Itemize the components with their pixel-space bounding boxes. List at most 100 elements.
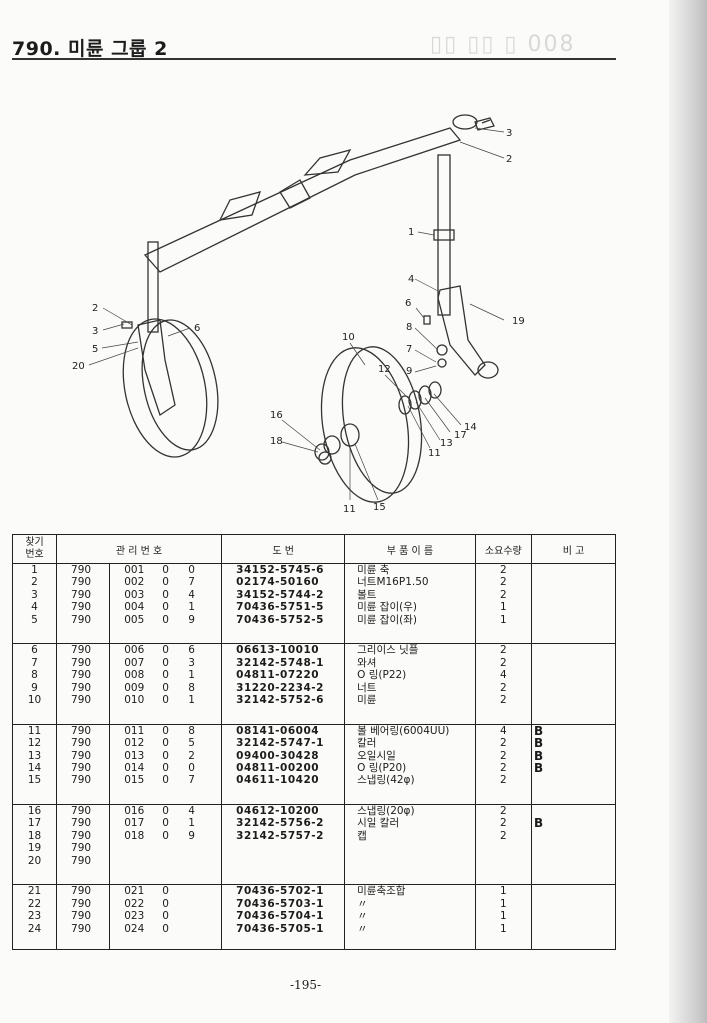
qty-value: 1 xyxy=(499,897,507,910)
left-arm xyxy=(137,319,176,417)
callout-3: 3 xyxy=(506,128,512,139)
cell-rem xyxy=(531,562,616,645)
rem-value xyxy=(532,855,615,867)
qty-value: 1 xyxy=(499,885,507,898)
dwg-value: 70436-5702-1 xyxy=(236,885,324,898)
rem-value xyxy=(532,601,615,613)
qty-value: 2 xyxy=(499,564,507,576)
code-part-b: 0 xyxy=(162,693,169,706)
callout-6-left: 6 xyxy=(194,323,200,334)
qty-value: 1 xyxy=(499,613,507,626)
dwg-value: 32142-5747-1 xyxy=(236,737,324,750)
no-value: 5 xyxy=(31,613,38,626)
code-part-a: 004 xyxy=(124,601,145,614)
rem-value xyxy=(532,830,615,842)
rem-value xyxy=(532,589,615,601)
page-title: 790. 미륜 그룹 2 xyxy=(12,38,168,60)
no-value: 11 xyxy=(27,724,42,737)
header-management-number: 관 리 번 호 xyxy=(56,534,223,564)
name-value: 스냅링(20φ) xyxy=(357,805,415,818)
code-part-a: 024 xyxy=(124,922,145,935)
code-part-b: 0 xyxy=(162,737,169,750)
name-value: 그리이스 닛플 xyxy=(357,644,419,657)
rem-value xyxy=(532,694,615,706)
code-line xyxy=(110,842,221,854)
dwg-value: 32142-5757-2 xyxy=(236,829,324,842)
code-part-c: 1 xyxy=(188,601,195,614)
right-wheel xyxy=(320,347,410,503)
code-part-c: 1 xyxy=(188,817,195,830)
code-part-a: 021 xyxy=(124,885,145,898)
name-value: 미륜 축 xyxy=(357,564,390,576)
code-part-c: 4 xyxy=(188,588,195,601)
code-part-c xyxy=(188,842,210,854)
qty-value: 2 xyxy=(499,737,507,750)
no-value: 4 xyxy=(31,601,38,614)
rem-value xyxy=(532,682,615,694)
title-rule xyxy=(12,58,616,60)
dwg-value: 08141-06004 xyxy=(236,724,320,737)
qty-value: 2 xyxy=(499,761,507,774)
qty-value xyxy=(476,855,531,867)
qty-value: 4 xyxy=(499,724,507,737)
dwg-value: 04811-07220 xyxy=(236,669,320,682)
no-value: 3 xyxy=(31,588,38,601)
rem-value xyxy=(532,657,615,669)
code-part-a xyxy=(110,855,162,867)
name-value: 너트 xyxy=(357,681,377,694)
no-value: 22 xyxy=(27,897,42,910)
dwg-value xyxy=(222,842,344,854)
callout-16: 16 xyxy=(270,410,283,421)
callout-7: 7 xyxy=(406,344,412,355)
callout-2-left: 2 xyxy=(92,303,98,314)
no-value: 15 xyxy=(27,774,42,787)
name-value: O 링(P22) xyxy=(357,669,407,682)
rem-value xyxy=(532,644,615,656)
no-value: 1 xyxy=(31,564,38,576)
dwg-value: 34152-5745-6 xyxy=(236,564,324,576)
m-value: 790 xyxy=(71,693,92,706)
name-value xyxy=(345,842,475,854)
dwg-value: 34152-5744-2 xyxy=(236,588,324,601)
code-part-c: 3 xyxy=(188,656,195,669)
code-part-b xyxy=(162,855,188,867)
m-value: 790 xyxy=(71,897,92,910)
name-value: 스냅링(42φ) xyxy=(357,774,415,787)
name-value: 〃 xyxy=(357,922,368,935)
right-arm xyxy=(437,285,486,376)
code-part-b: 0 xyxy=(162,761,169,774)
code-part-a: 003 xyxy=(124,588,145,601)
left-shaft xyxy=(147,241,159,333)
callout-19: 19 xyxy=(512,316,525,327)
qty-value: 1 xyxy=(499,910,507,923)
rem-value xyxy=(532,774,615,786)
callout-3-left: 3 xyxy=(92,326,98,337)
code-part-a: 001 xyxy=(124,564,145,576)
code-part-b: 0 xyxy=(162,644,169,657)
code-line xyxy=(110,855,221,867)
rem-value: B xyxy=(534,723,544,738)
name-value: 오일시일 xyxy=(357,749,396,762)
code-part-b: 0 xyxy=(162,588,169,601)
frame-bar xyxy=(143,127,462,273)
code-part-c xyxy=(188,910,210,922)
name-value: 볼 베어링(6004UU) xyxy=(357,724,450,737)
no-value: 24 xyxy=(27,922,42,935)
m-value: 790 xyxy=(71,588,92,601)
